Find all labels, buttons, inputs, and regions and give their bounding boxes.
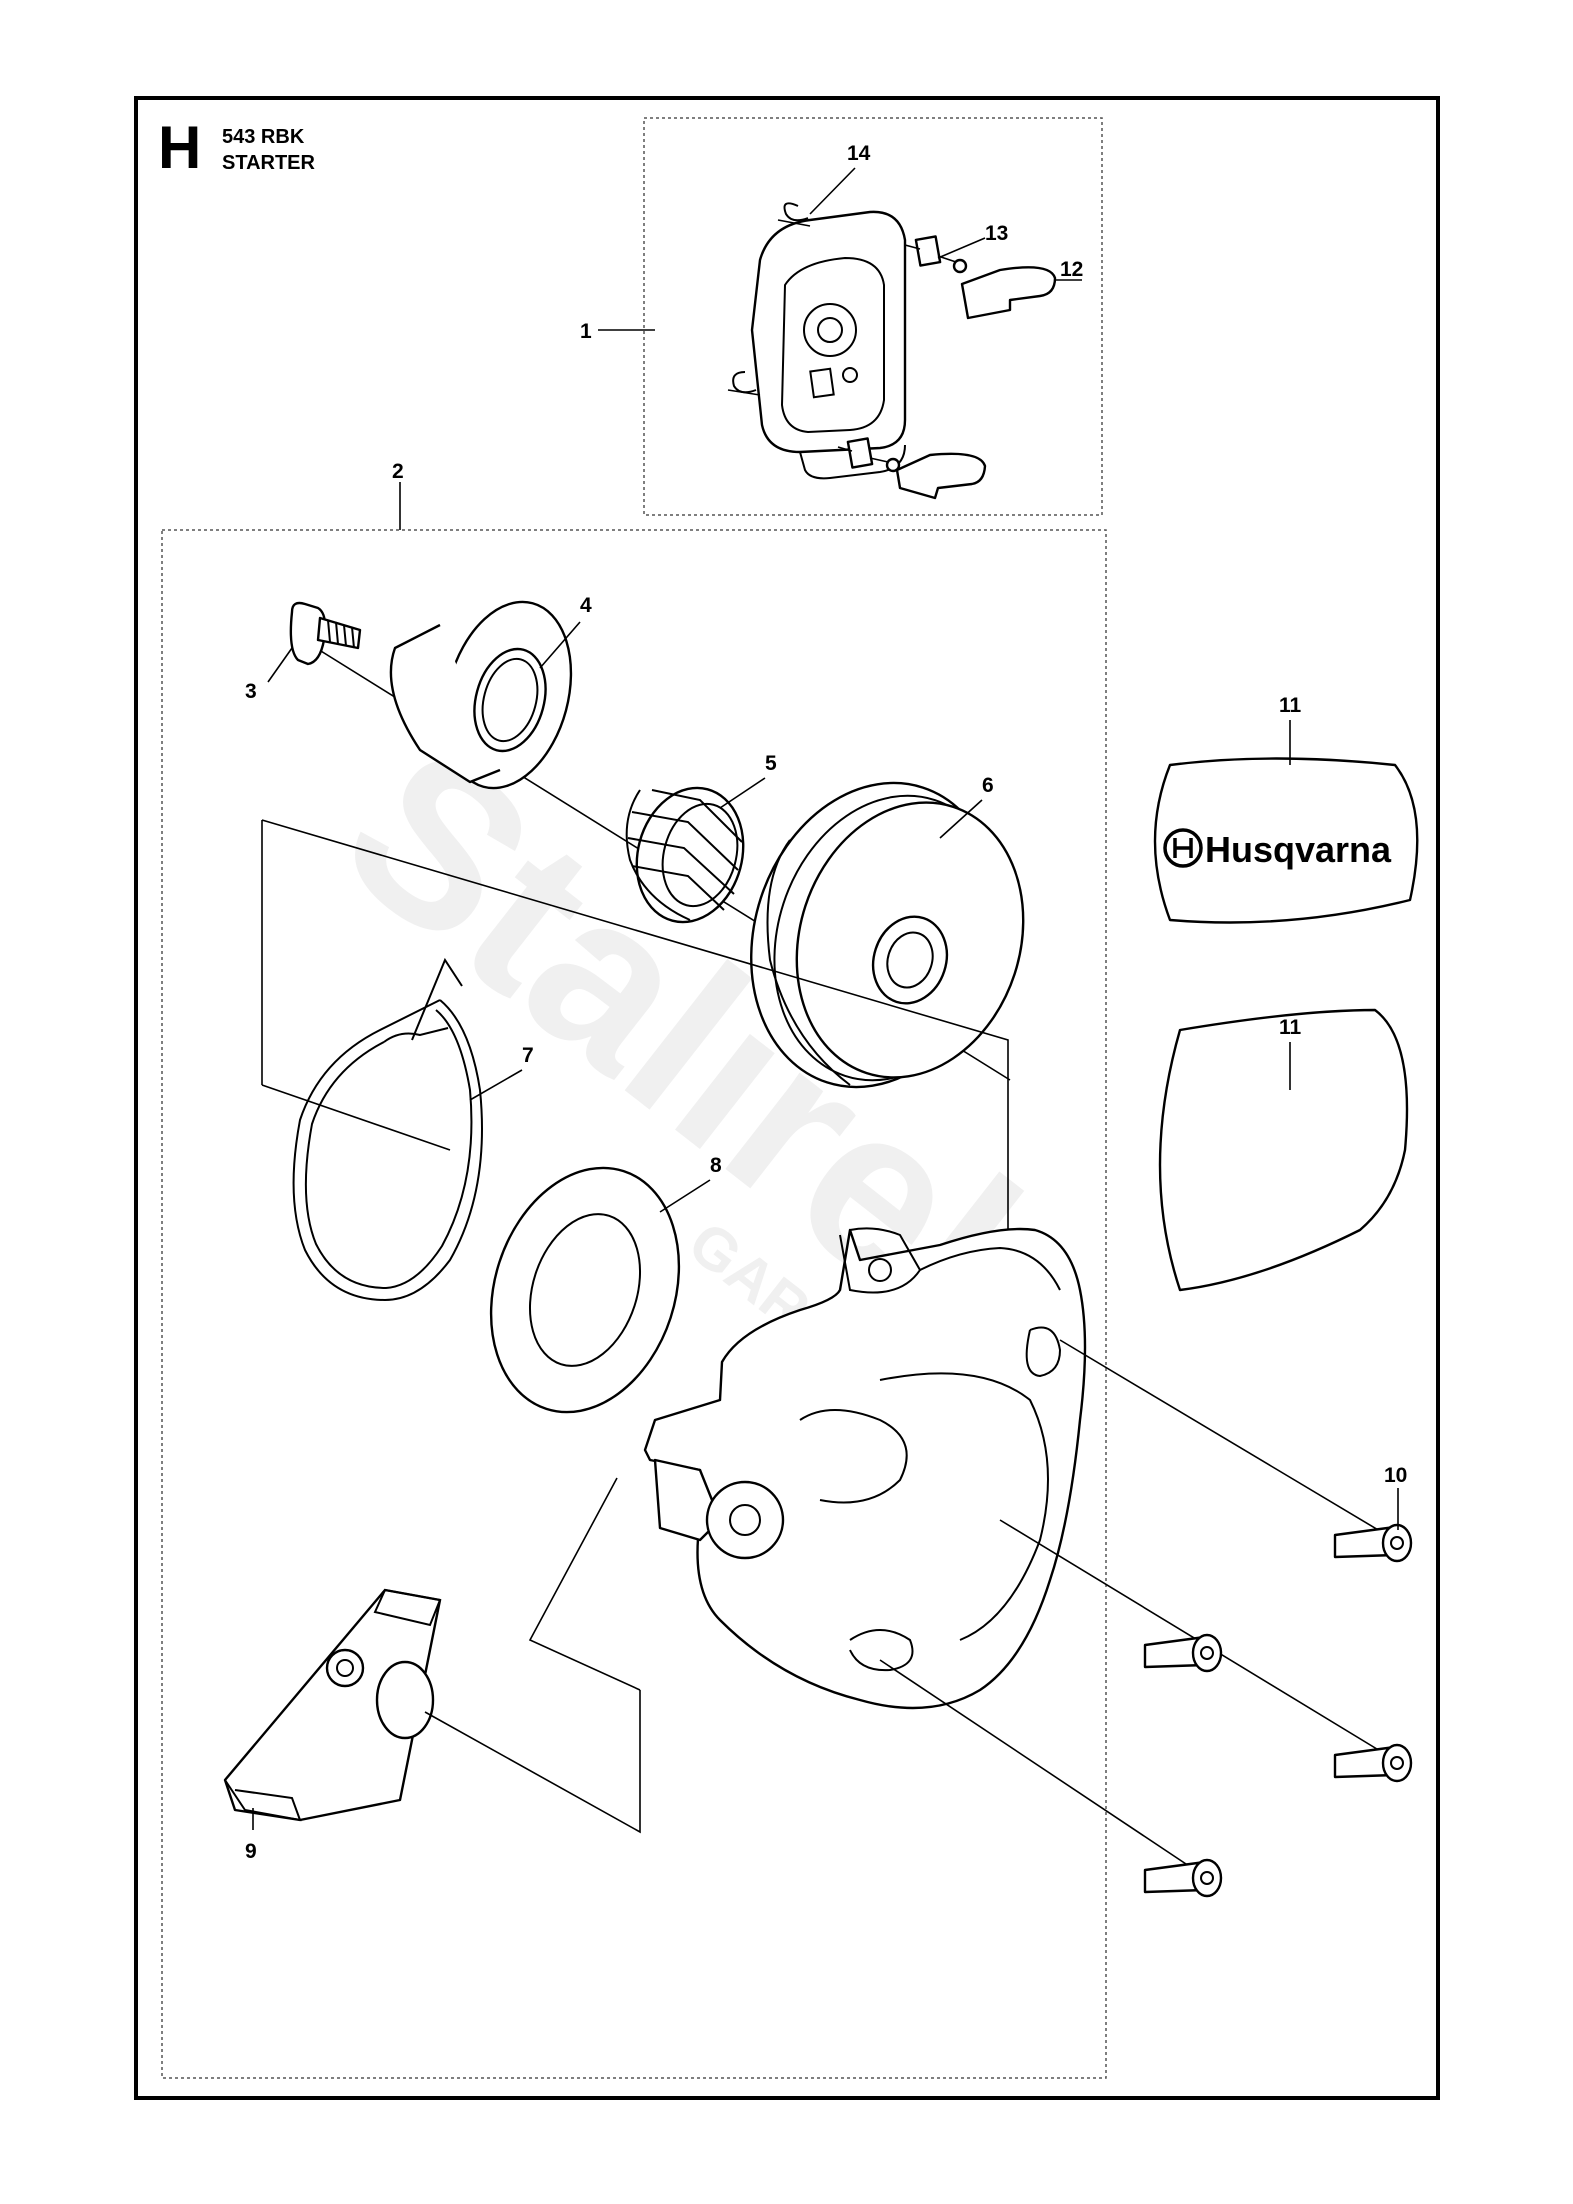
part-10-screws (879, 1339, 1413, 1898)
part-4-bushing (389, 600, 573, 790)
husqvarna-logo: Husqvarna (1163, 828, 1392, 870)
model-label: 543 RBK (222, 126, 305, 148)
diagram-frame (134, 96, 1440, 2100)
callout-labels: 1 2 3 4 5 6 7 8 9 10 11 11 12 13 14 (245, 142, 1407, 1863)
callout-14: 14 (847, 142, 871, 165)
callout-2: 2 (392, 460, 404, 483)
section-title: STARTER (222, 152, 315, 174)
callout-4: 4 (580, 594, 592, 617)
callout-11-b: 11 (1279, 1016, 1302, 1039)
group-box-2 (161, 529, 1107, 2079)
callout-6: 6 (982, 774, 994, 797)
callout-11-a: 11 (1279, 694, 1302, 717)
callout-8: 8 (710, 1154, 722, 1177)
leader-lines (252, 167, 1399, 1830)
part-9-handle (223, 1588, 641, 1834)
part-5-spring (625, 786, 745, 924)
callout-5: 5 (765, 752, 777, 775)
callout-3: 3 (245, 680, 257, 703)
part-1-plate-assembly (750, 210, 907, 480)
logo-brand-text: Husqvarna (1205, 829, 1392, 870)
callout-1: 1 (580, 320, 592, 343)
part-12-pawls (869, 255, 1057, 500)
callout-13: 13 (985, 222, 1008, 245)
part-13-springs (837, 235, 942, 469)
bracket-line (261, 819, 1009, 1290)
bracket-line-3 (528, 1477, 641, 1691)
part-7-rope (292, 957, 483, 1302)
callout-7: 7 (522, 1044, 534, 1067)
part-6-pulley (750, 781, 1025, 1089)
callout-12: 12 (1060, 258, 1083, 281)
section-letter: H (158, 114, 202, 181)
callout-9: 9 (245, 1840, 257, 1863)
part-11-decal-logo: Husqvarna (1153, 757, 1419, 924)
bracket-line-2 (261, 1084, 451, 1151)
part-8-washer (489, 1166, 681, 1414)
part-11-decal-blank (1158, 1008, 1409, 1292)
part-3-bolt (289, 601, 362, 666)
callout-10: 10 (1384, 1464, 1407, 1487)
group-box-1 (643, 117, 1103, 516)
part-starter-housing (643, 1227, 1087, 1710)
part-14-circlips (727, 202, 811, 396)
